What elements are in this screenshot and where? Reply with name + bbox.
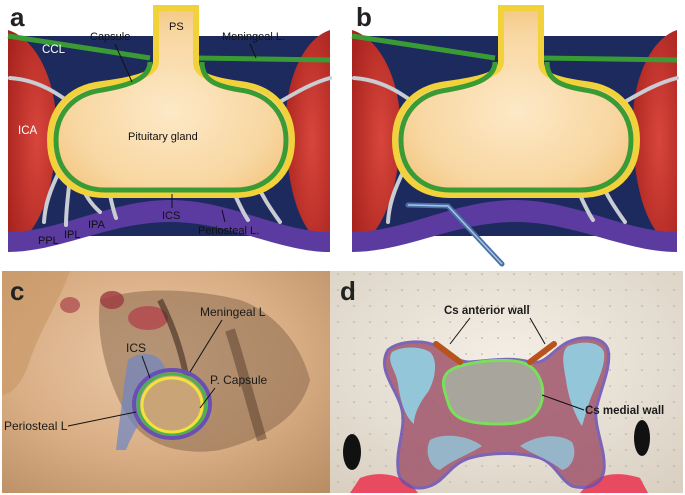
photo-c-gland bbox=[140, 375, 204, 435]
photo-c-shadow-left bbox=[2, 271, 70, 395]
periosteal-layer-b bbox=[352, 200, 677, 252]
photo-d-cs-right-blue bbox=[563, 342, 605, 426]
leader-periosteal bbox=[221, 209, 226, 223]
leader-d-medial bbox=[541, 394, 585, 411]
leader-c-meningeal bbox=[189, 319, 223, 373]
label-d-cs-medial: Cs medial wall bbox=[585, 405, 664, 417]
label-c-p-capsule: P. Capsule bbox=[210, 373, 267, 387]
label-periosteal: Periosteal L. bbox=[198, 225, 259, 237]
photo-c-vessel-3 bbox=[60, 297, 80, 313]
label-ps: PS bbox=[169, 21, 184, 33]
label-c-ics: ICS bbox=[126, 341, 146, 355]
meningeal-layer bbox=[7, 33, 331, 63]
leader-c-p-capsule bbox=[199, 387, 216, 409]
periosteal-layer bbox=[8, 200, 330, 252]
photo-d-anterior-mark-left bbox=[433, 341, 463, 365]
pituitary-gland-b bbox=[391, 5, 641, 198]
label-c-meningeal: Meningeal L bbox=[200, 305, 266, 319]
leader-d-anterior-right bbox=[529, 317, 546, 345]
ica-right-b bbox=[632, 30, 677, 250]
label-ipl: IPL bbox=[64, 229, 81, 241]
photo-c-ring-green bbox=[136, 372, 208, 436]
photo-d-anterior-mark-right bbox=[527, 341, 557, 365]
photo-c-vessel-1 bbox=[128, 306, 168, 330]
meningeal-layer-b bbox=[351, 33, 678, 63]
leader-c-periosteal bbox=[67, 411, 137, 427]
photo-d-cs-lower-blue-r bbox=[520, 436, 575, 470]
panel-c: c Meningeal L ICS P. Capsule Periosteal … bbox=[2, 271, 332, 493]
photo-d-cs-lower-blue bbox=[427, 435, 482, 470]
photo-d-foramen-left bbox=[343, 434, 361, 470]
leader-capsule bbox=[114, 43, 133, 83]
gland-capsule-green bbox=[53, 61, 289, 193]
panel-letter-d: d bbox=[340, 276, 356, 306]
gland-capsule-green-b bbox=[398, 61, 634, 193]
photo-c-ring-purple bbox=[132, 368, 212, 440]
label-capsule: Capsule bbox=[90, 31, 130, 43]
label-pituitary-gland: Pituitary gland bbox=[128, 131, 198, 143]
panel-a: a PS Capsule Meningeal L. CCL ICA Pituit… bbox=[7, 2, 332, 252]
panel-d: d Cs anterior wall Cs medial wall bbox=[330, 271, 683, 493]
label-c-periosteal: Periosteal L bbox=[4, 419, 68, 433]
dissector-highlight bbox=[407, 204, 503, 265]
leader-c-ics bbox=[141, 355, 151, 379]
pituitary-gland bbox=[46, 5, 296, 198]
label-ipa: IPA bbox=[88, 219, 106, 231]
photo-d-foramen-right bbox=[634, 420, 650, 456]
panel-letter-c: c bbox=[10, 276, 24, 306]
label-ccl: CCL bbox=[42, 44, 66, 56]
label-ica: ICA bbox=[18, 125, 38, 137]
leader-d-anterior-left bbox=[449, 317, 471, 345]
photo-d-cs-left-blue bbox=[390, 347, 436, 424]
label-meningeal: Meningeal L. bbox=[222, 31, 285, 43]
photo-c-crevice-2 bbox=[225, 328, 267, 442]
panel-letter-b: b bbox=[356, 2, 372, 32]
photo-c-vessel-2 bbox=[100, 291, 124, 309]
label-d-cs-anterior: Cs anterior wall bbox=[444, 305, 530, 317]
label-ppl: PPL bbox=[38, 235, 59, 247]
panel-b: b bbox=[351, 2, 679, 267]
panel-letter-a: a bbox=[10, 2, 25, 32]
label-ics: ICS bbox=[162, 210, 180, 222]
ica-right bbox=[285, 30, 330, 250]
photo-d-gland bbox=[441, 358, 545, 426]
leader-meningeal bbox=[249, 43, 257, 59]
